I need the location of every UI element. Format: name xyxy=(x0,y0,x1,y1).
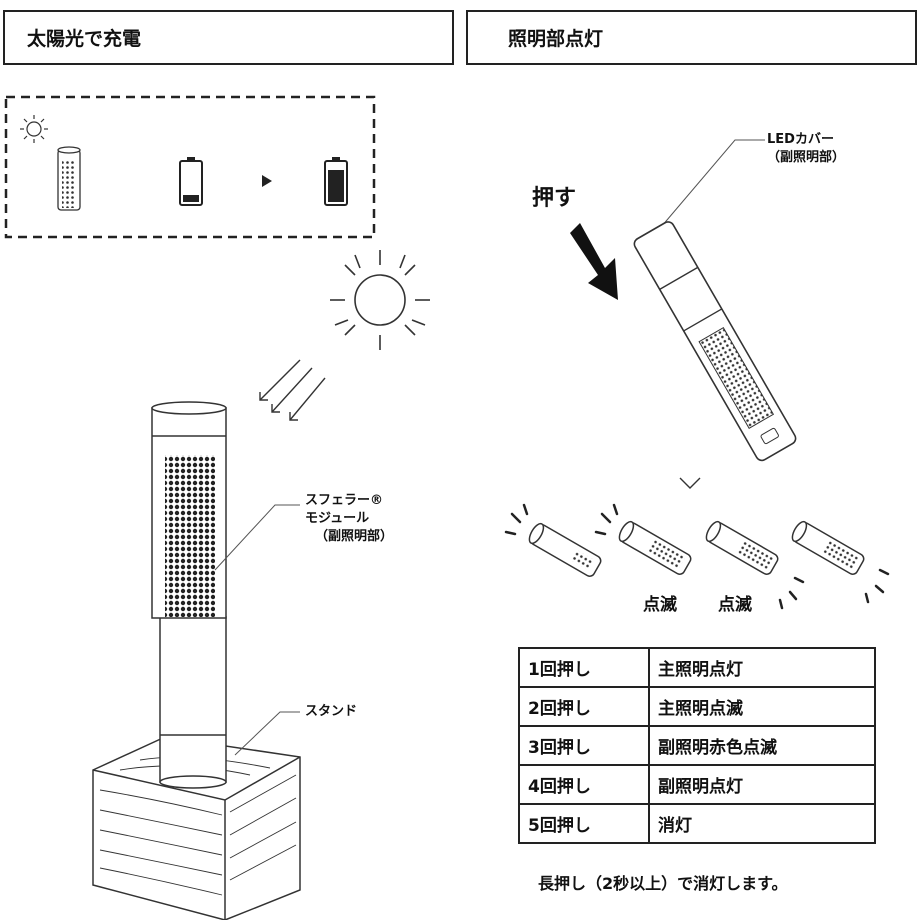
led-cover-leader xyxy=(649,139,765,241)
blink-label-a: 点滅 xyxy=(643,595,677,615)
mode-action-cell: 主照明点滅 xyxy=(648,686,876,727)
glow-marks xyxy=(504,503,890,610)
table-row: 2回押し 主照明点滅 xyxy=(518,686,876,727)
stand-label: スタンド xyxy=(305,704,358,719)
charging-box xyxy=(4,95,376,239)
led-cover-label-line1: LEDカバー xyxy=(767,132,834,147)
battery-full-icon xyxy=(324,157,348,206)
mode-action-cell: 副照明点灯 xyxy=(648,764,876,805)
table-row: 1回押し 主照明点灯 xyxy=(518,647,876,688)
mini-flashlight-4 xyxy=(791,520,865,575)
blink-label-b: 点滅 xyxy=(718,595,752,615)
table-row: 4回押し 副照明点灯 xyxy=(518,764,876,805)
mini-flashlights xyxy=(528,520,865,577)
arrow-right-icon xyxy=(262,175,272,187)
led-cover-label-line2: （副照明部） xyxy=(767,150,846,165)
header-lighting-on-text: 照明部点灯 xyxy=(508,28,604,50)
mode-action-cell: 副照明赤色点滅 xyxy=(648,725,876,766)
small-sun-icon xyxy=(20,115,48,143)
small-module-icon xyxy=(57,146,81,211)
press-count-cell: 4回押し xyxy=(518,764,650,805)
module-label-line1: スフェラー® xyxy=(305,493,384,508)
flashlight-illustration xyxy=(633,221,797,462)
footnote: 長押し（2秒以上）で消灯します。 xyxy=(538,874,788,893)
module-leader-line xyxy=(214,504,300,571)
stand-leader-line xyxy=(234,711,300,756)
press-count-cell: 3回押し xyxy=(518,725,650,766)
led-cover-label: LEDカバー （副照明部） xyxy=(767,131,845,167)
header-solar-charging: 太陽光で充電 xyxy=(3,10,454,65)
module-label-line2: モジュール xyxy=(305,511,370,526)
header-solar-charging-text: 太陽光で充電 xyxy=(27,28,142,50)
battery-low-icon xyxy=(179,157,203,206)
push-arrow-icon xyxy=(570,223,618,300)
chevron-down-icon xyxy=(679,477,701,489)
table-row: 5回押し 消灯 xyxy=(518,803,876,844)
press-count-cell: 5回押し xyxy=(518,803,650,844)
mini-flashlight-2 xyxy=(618,520,692,575)
module-label-line3: （副照明部） xyxy=(315,529,394,544)
table-row: 3回押し 副照明赤色点滅 xyxy=(518,725,876,766)
mode-action-cell: 消灯 xyxy=(648,803,876,844)
press-count-cell: 2回押し xyxy=(518,686,650,727)
mode-action-cell: 主照明点灯 xyxy=(648,647,876,688)
mode-table: 1回押し 主照明点灯 2回押し 主照明点滅 3回押し 副照明赤色点滅 4回押し … xyxy=(518,647,876,844)
sunlight-rays-icon xyxy=(259,359,326,421)
sun-icon xyxy=(330,250,430,350)
lamp-illustration xyxy=(92,401,301,920)
press-count-cell: 1回押し xyxy=(518,647,650,688)
mini-flashlight-3 xyxy=(705,520,779,575)
header-lighting-on: 照明部点灯 xyxy=(466,10,917,65)
mini-flashlight-1 xyxy=(528,522,602,577)
push-label: 押す xyxy=(532,186,577,211)
module-label: スフェラー® モジュール （副照明部） xyxy=(305,492,393,546)
